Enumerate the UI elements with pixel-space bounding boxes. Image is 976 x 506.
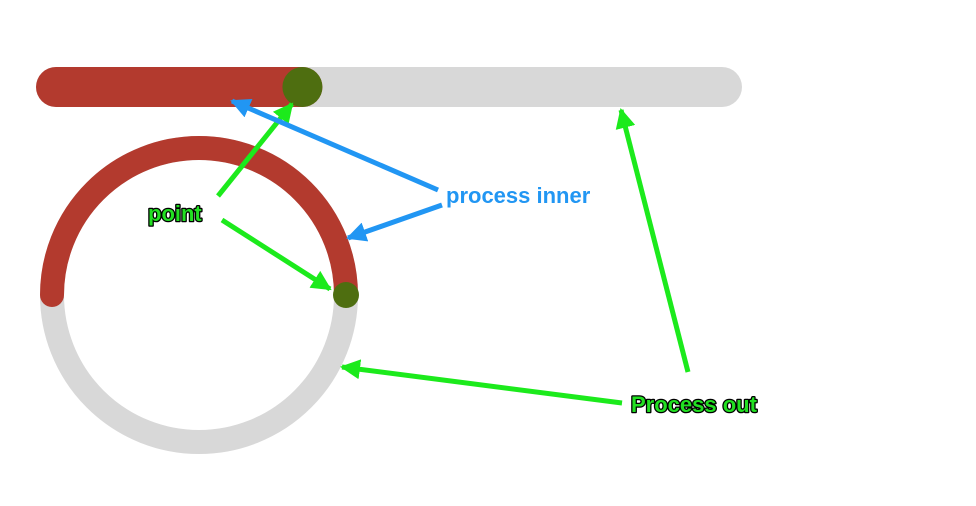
arrow-out-to-linear: [615, 108, 691, 373]
linear-progress: [36, 67, 742, 107]
label-point: point: [148, 201, 202, 226]
arrow-inner-to-circle: [346, 202, 443, 242]
arrow-point-to-circle: [220, 217, 332, 292]
arrow-inner-to-linear: [230, 98, 439, 193]
circular-progress-point[interactable]: [333, 282, 359, 308]
linear-progress-point[interactable]: [282, 67, 323, 107]
label-process-out: Process out: [631, 392, 758, 417]
circular-progress: [40, 136, 359, 454]
arrow-out-to-circle: [340, 359, 623, 406]
annotation-arrows: [216, 98, 691, 406]
circular-progress-fill: [40, 136, 358, 307]
label-process-inner: process inner: [446, 183, 591, 208]
